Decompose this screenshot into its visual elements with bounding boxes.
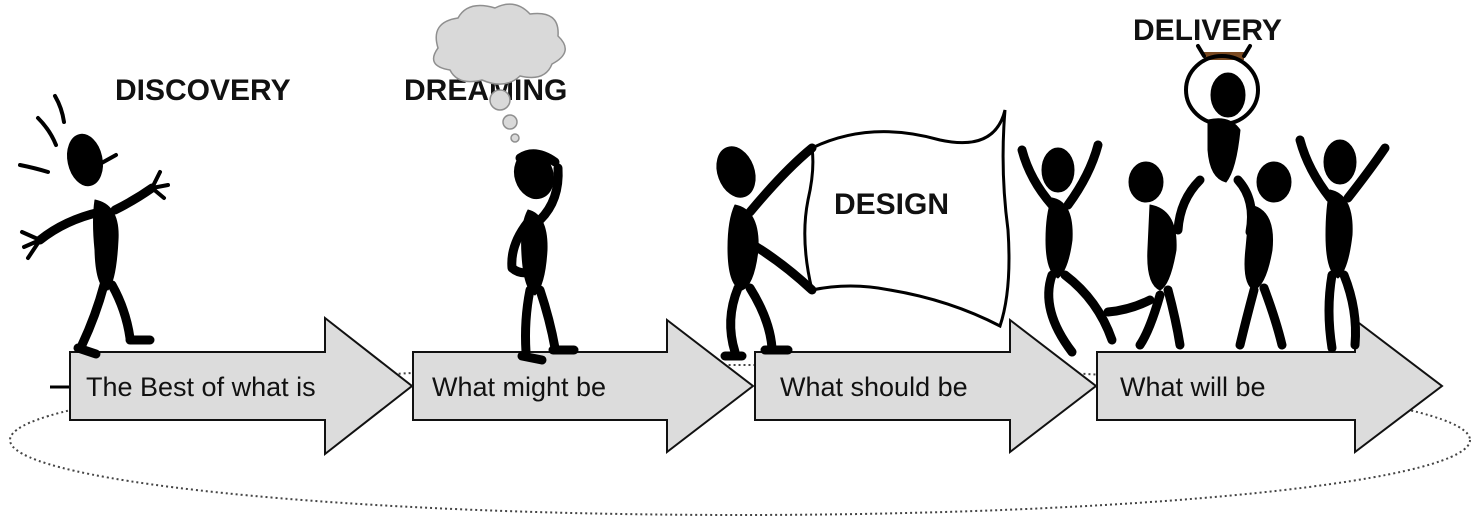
- design-figure-icon: [716, 143, 817, 361]
- phase-title-design: DESIGN: [834, 188, 949, 221]
- delivery-group-icon: [1017, 44, 1390, 357]
- design-banner: DESIGN: [803, 109, 1011, 329]
- phase-arrow-design: What should be: [754, 317, 1098, 455]
- discovery-figure-icon: [18, 94, 170, 359]
- thought-cloud-icon: [432, 3, 566, 143]
- phase-title-discovery: DISCOVERY: [115, 74, 291, 107]
- dreaming-figure-icon: [507, 149, 579, 365]
- cycle-loop: [9, 364, 1471, 516]
- phase-arrow-dreaming: What might be: [412, 317, 755, 455]
- phase-label: The Best of what is: [86, 372, 316, 402]
- phase-label: What might be: [432, 372, 606, 402]
- phase-title-delivery: DELIVERY: [1133, 14, 1282, 47]
- phase-label: What should be: [780, 372, 968, 402]
- phase-arrow-discovery: The Best of what is: [69, 315, 414, 457]
- phase-label: What will be: [1120, 372, 1266, 402]
- phase-arrow-delivery: What will be: [1096, 317, 1444, 455]
